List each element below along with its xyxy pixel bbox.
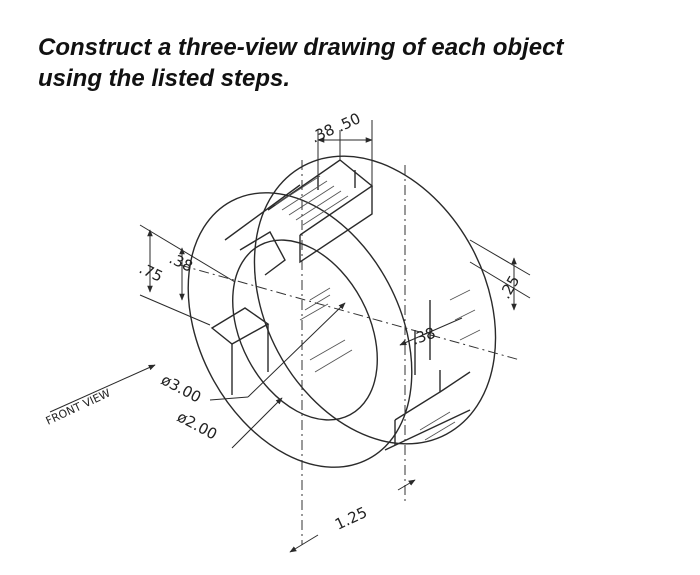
front-view-label: FRONT VIEW	[44, 386, 113, 427]
dimension-lines	[49, 120, 531, 553]
dim-top-depth: .50	[334, 109, 363, 135]
dim-top-slot: .38	[308, 120, 337, 146]
surface-hatching	[274, 175, 481, 441]
dim-center-key: .38	[409, 324, 438, 349]
center-lines	[179, 160, 521, 545]
object-outline	[187, 155, 497, 468]
dim-left-outer: .75	[136, 259, 165, 285]
outer-front-ellipse	[187, 192, 413, 468]
dim-right-flange: .25	[496, 272, 524, 302]
dim-width: 1.25	[332, 503, 370, 533]
prompt-line-2: using the listed steps.	[38, 65, 291, 92]
dim-left-inner: .38	[166, 249, 195, 275]
dim-outer-diameter: ø3.00	[158, 371, 204, 407]
dim-inner-diameter: ø2.00	[174, 408, 220, 444]
outer-back-ellipse	[253, 155, 497, 445]
prompt-line-1: Construct a three-view drawing of each o…	[38, 34, 564, 61]
inner-bore-ellipse	[232, 239, 378, 421]
problem-prompt: Construct a three-view drawing of each o…	[38, 32, 678, 94]
